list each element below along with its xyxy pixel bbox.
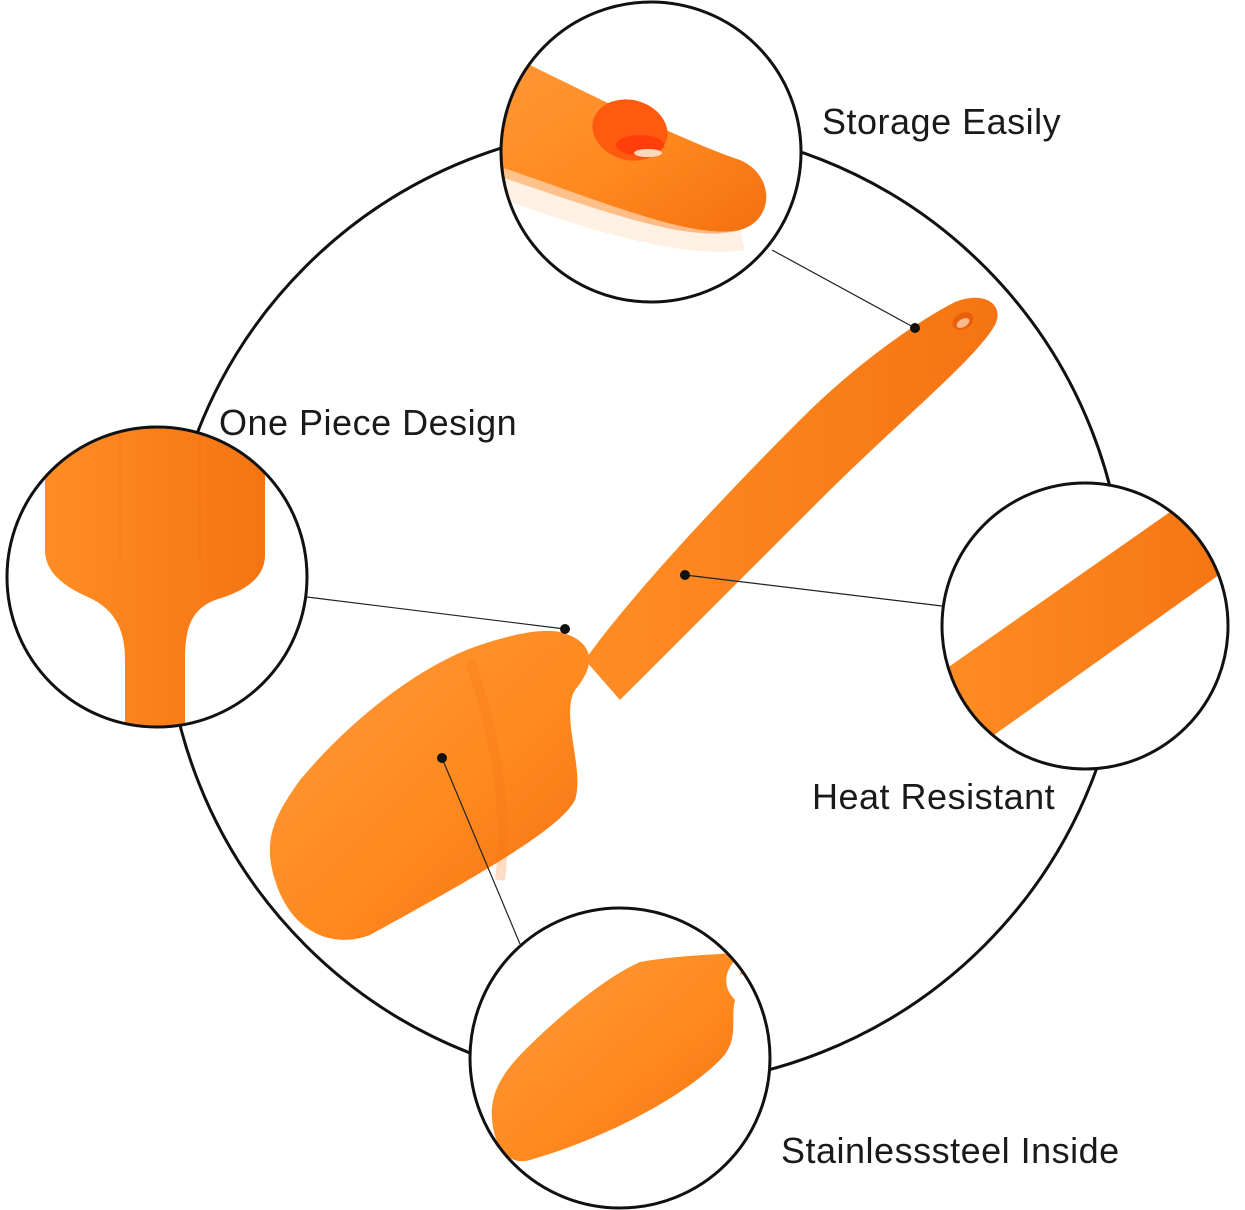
callout-lines	[306, 249, 943, 945]
anchor-dot-stainless	[437, 753, 447, 763]
anchor-dot-storage	[910, 323, 920, 333]
detail-circle-heat	[940, 481, 1230, 771]
detail-circle-storage	[499, 0, 803, 304]
feature-label-one-piece-design: One Piece Design	[219, 402, 518, 443]
anchor-dot-one-piece	[560, 624, 570, 634]
feature-label-stainlesssteel-inside: Stainlesssteel Inside	[781, 1130, 1120, 1171]
feature-label-storage-easily: Storage Easily	[822, 101, 1062, 142]
anchor-dot-heat	[680, 570, 690, 580]
detail-circle-one-piece	[5, 425, 309, 729]
callout-dots	[437, 323, 920, 763]
feature-label-heat-resistant: Heat Resistant	[812, 776, 1056, 817]
spatula-main	[269, 297, 998, 940]
